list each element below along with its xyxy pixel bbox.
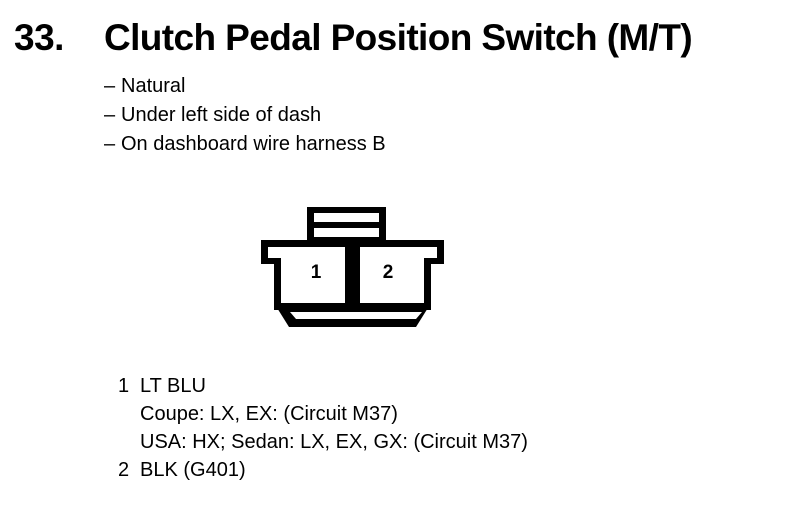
item-number: 33. <box>14 17 64 58</box>
terminal-legend: 1 LT BLU Coupe: LX, EX: (Circuit M37) US… <box>118 372 758 484</box>
legend-entry-pin-1: 1 LT BLU Coupe: LX, EX: (Circuit M37) US… <box>118 372 758 456</box>
attribute-item-color: – Natural <box>104 72 724 101</box>
legend-entry-pin-2: 2 BLK (G401) <box>118 456 758 484</box>
connector-diagram: 1 2 <box>250 196 460 341</box>
legend-main-row: 2 BLK (G401) <box>118 456 758 484</box>
attribute-text: Under left side of dash <box>121 104 322 126</box>
connector-locking-tab-icon <box>307 207 386 243</box>
page-header: 33. Clutch Pedal Position Switch (M/T) <box>0 16 800 64</box>
attribute-item-harness: – On dashboard wire harness B <box>104 130 724 159</box>
legend-pin-number: 2 <box>118 459 130 481</box>
connector-bottom-skirt <box>274 303 431 327</box>
connector-svg: 1 2 <box>261 207 444 327</box>
dash-bullet-icon: – <box>104 75 116 97</box>
pin-number-1: 1 <box>311 262 322 283</box>
legend-subline: Coupe: LX, EX: (Circuit M37) <box>140 403 398 425</box>
attribute-list: – Natural – Under left side of dash – On… <box>104 72 724 159</box>
page-title: Clutch Pedal Position Switch (M/T) <box>104 17 693 58</box>
connector-body-outline <box>261 240 444 310</box>
legend-main-row: 1 LT BLU <box>118 372 758 400</box>
legend-subline: USA: HX; Sedan: LX, EX, GX: (Circuit M37… <box>140 431 528 453</box>
attribute-item-location: – Under left side of dash <box>104 101 724 130</box>
legend-pin-number: 1 <box>118 375 130 397</box>
legend-wire-color: LT BLU <box>140 375 206 397</box>
pin-number-2: 2 <box>383 262 394 283</box>
dash-bullet-icon: – <box>104 104 116 126</box>
attribute-text: On dashboard wire harness B <box>121 133 386 155</box>
dash-bullet-icon: – <box>104 133 116 155</box>
attribute-text: Natural <box>121 75 186 97</box>
legend-wire-color: BLK (G401) <box>140 459 246 481</box>
cavity-divider <box>345 240 360 303</box>
